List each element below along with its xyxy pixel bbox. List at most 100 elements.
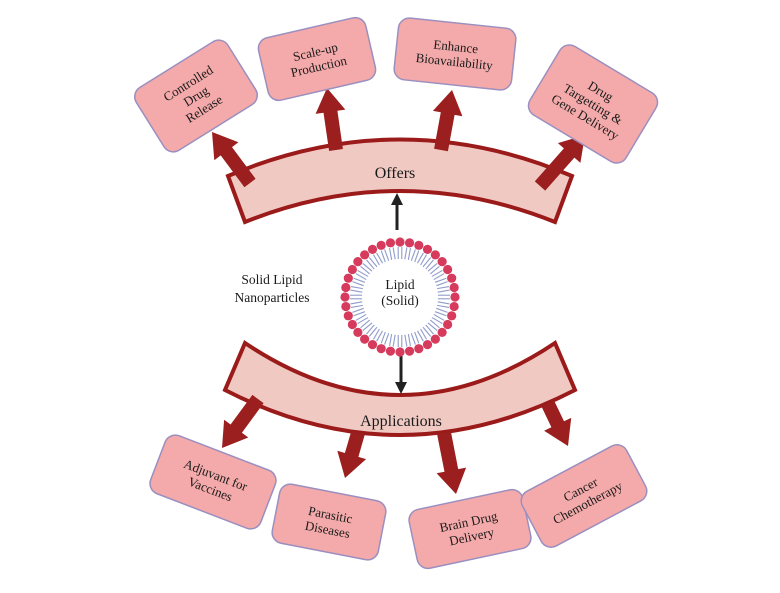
offer-box-bg: [134, 39, 258, 153]
lipid-tail: [410, 249, 416, 261]
lipid-tail: [429, 265, 440, 275]
application-arrow-0: [222, 394, 264, 448]
lipid-head: [450, 292, 460, 302]
lipid-head: [404, 346, 415, 356]
lipid-tail: [414, 250, 420, 263]
lipid-tail: [350, 304, 363, 308]
lipid-tail: [422, 257, 432, 268]
lipid-tail: [368, 326, 378, 337]
lipid-head: [376, 240, 386, 250]
lipid-tail: [350, 289, 363, 293]
lipid-head: [449, 282, 459, 293]
lipid-tail: [376, 252, 384, 264]
lipid-tail: [436, 307, 448, 313]
application-box-bg: [408, 488, 532, 570]
lipid-head: [341, 301, 351, 312]
sln-label-line-1: Solid Lipid: [241, 272, 302, 287]
lipid-head: [443, 264, 453, 275]
lipid-tail: [427, 322, 438, 331]
core-label-line-1: Lipid: [385, 277, 414, 292]
lipid-head: [422, 340, 433, 350]
lipid-tail: [360, 265, 371, 275]
lipid-tail: [353, 277, 366, 283]
lipid-tail: [420, 328, 428, 340]
lipid-tail: [368, 257, 378, 268]
lipid-tail: [414, 331, 420, 344]
sln-label-line-2: Nanoparticles: [235, 290, 310, 305]
lipid-tail: [420, 254, 428, 266]
application-arrow-2: [436, 431, 467, 494]
lipid-head: [447, 273, 457, 283]
lipid-head: [360, 334, 370, 344]
lipid-head: [353, 257, 363, 267]
applications-label: Applications: [360, 413, 442, 430]
lipid-tail: [434, 311, 447, 317]
lipid-head: [385, 346, 396, 356]
lipid-head: [449, 301, 459, 312]
lipid-tail: [360, 319, 371, 329]
lipid-tail: [366, 324, 375, 335]
lipid-tail: [352, 307, 364, 313]
lipid-tail: [362, 322, 373, 331]
lipid-tail: [380, 331, 386, 344]
offer-box-text: Enhance: [433, 37, 479, 57]
lipid-tail: [384, 333, 390, 345]
core-label-line-2: (Solid): [381, 293, 419, 308]
lipid-head: [430, 334, 440, 344]
offer-box-bg: [257, 16, 377, 102]
lipid-tail: [392, 247, 396, 260]
application-box-bg: [149, 434, 277, 530]
lipid-head: [343, 311, 353, 321]
lipid-tail: [433, 273, 445, 281]
lipid-tail: [355, 273, 367, 281]
offers-arrows: [212, 88, 585, 191]
applications-arrows: [222, 394, 572, 494]
application-arrow-1: [337, 431, 367, 478]
lipid-tail: [431, 317, 443, 325]
lipid-tail: [392, 334, 396, 347]
lipid-tail: [437, 301, 450, 305]
lipid-tail: [407, 334, 411, 347]
lipid-head: [353, 327, 363, 337]
lipid-tail: [404, 247, 408, 260]
lipid-tail: [437, 304, 450, 308]
lipid-tail: [433, 313, 445, 321]
lipid-tail: [437, 289, 450, 293]
lipid-head: [414, 240, 424, 250]
lipid-head: [414, 344, 424, 354]
lipid-tail: [429, 319, 440, 329]
offer-box-bg: [393, 17, 517, 91]
lipid-tail: [431, 269, 443, 277]
lipid-tail: [410, 333, 416, 345]
lipid-tail: [437, 286, 450, 290]
lipid-tail: [436, 281, 448, 287]
lipid-head: [443, 319, 453, 330]
lipid-head: [341, 282, 351, 293]
offer-box-bg: [527, 44, 659, 164]
lipid-tail: [350, 301, 363, 305]
lipid-tail: [427, 263, 438, 272]
lipid-head: [437, 257, 447, 267]
lipid-head: [430, 250, 440, 260]
lipid-tail: [425, 259, 434, 270]
offers-label: Offers: [375, 165, 416, 182]
offer-arrow-2: [432, 90, 463, 152]
lipid-tail: [353, 311, 366, 317]
lipid-nanoparticle: [340, 237, 460, 357]
lipid-tail: [389, 247, 393, 260]
lipid-head: [376, 344, 386, 354]
lipid-tail: [384, 249, 390, 261]
lipid-tail: [404, 334, 408, 347]
offer-arrow-0: [212, 132, 256, 188]
application-box-bg: [520, 444, 648, 548]
lipid-tail: [376, 330, 384, 342]
lipid-tail: [434, 277, 447, 283]
